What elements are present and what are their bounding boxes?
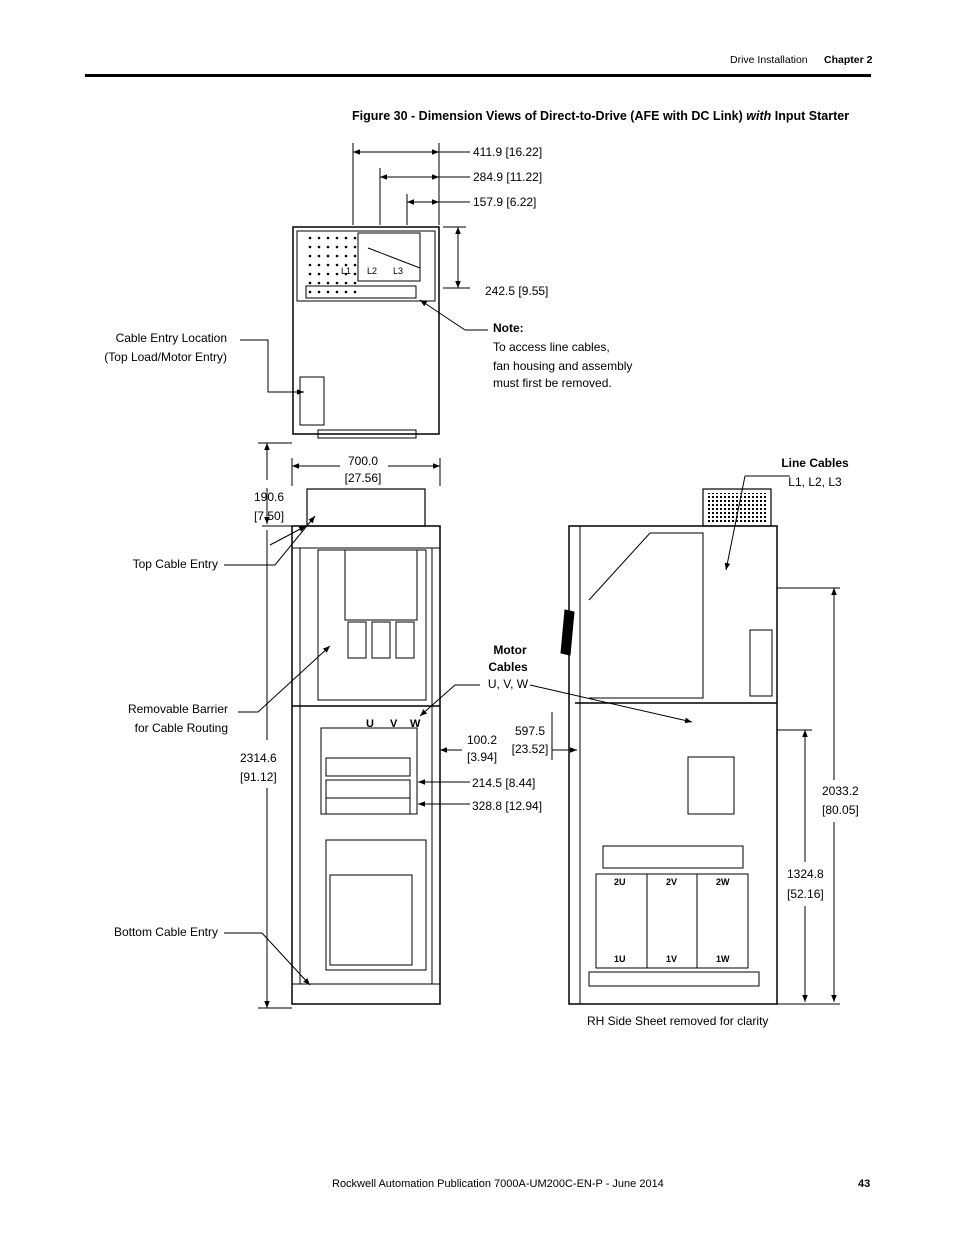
total-height-dim-mm: 2314.6 (240, 751, 277, 765)
terminal-2u: 2U (614, 877, 626, 887)
motor-cables-label-2: Cables (488, 660, 528, 674)
cable-entry-label-1: Cable Entry Location (115, 331, 227, 345)
dim-242-5: 242.5 [9.55] (485, 284, 549, 298)
terminal-1v: 1V (666, 954, 678, 964)
page-number: 43 (858, 1178, 871, 1190)
phase-label-l2: L2 (367, 266, 378, 276)
figure-caption: Figure 30 - Dimension Views of Direct-to… (352, 109, 849, 123)
note-line-1: To access line cables, (493, 340, 610, 354)
note-line-3: must first be removed. (493, 376, 612, 390)
bottom-cable-entry-label: Bottom Cable Entry (113, 925, 218, 939)
terminal-1u: 1U (614, 954, 626, 964)
dim-597-5-mm: 597.5 (514, 724, 546, 738)
front-view-dims (224, 442, 693, 1009)
dim-157-9: 157.9 [6.22] (473, 195, 537, 209)
terminal-2w: 2W (716, 877, 730, 887)
footer-publication: Rockwell Automation Publication 7000A-UM… (332, 1178, 664, 1190)
terminal-2v: 2V (666, 877, 678, 887)
dim-214-5: 214.5 [8.44] (472, 776, 536, 790)
dim-100-2-in: [3.94] (467, 750, 498, 764)
motor-cables-label-3: U, V, W (487, 677, 529, 691)
phase-label-l1: L1 (341, 266, 352, 276)
cable-entry-label-2: (Top Load/Motor Entry) (104, 350, 227, 364)
motor-cables-label-1: Motor (493, 643, 527, 657)
terminal-u: U (366, 718, 374, 730)
width-dim-mm: 700.0 (347, 454, 379, 468)
dim-1324-8-mm: 1324.8 (787, 867, 824, 881)
removable-barrier-label-2: for Cable Routing (134, 721, 228, 735)
terminal-v: V (390, 718, 398, 730)
terminal-w: W (410, 718, 421, 730)
header-rule (85, 74, 871, 77)
width-dim-in: [27.56] (344, 471, 382, 485)
header-section: Drive Installation (730, 54, 808, 66)
total-height-dim-in: [91.12] (240, 770, 277, 784)
side-view (560, 488, 778, 1005)
top-height-dim-in: [7.50] (254, 509, 285, 523)
caption-main: Figure 30 - Dimension Views of Direct-to… (352, 109, 743, 123)
note-line-2: fan housing and assembly (493, 359, 633, 373)
side-view-dims (724, 475, 840, 1005)
side-view-caption: RH Side Sheet removed for clarity (587, 1014, 769, 1028)
top-cable-entry-label: Top Cable Entry (132, 557, 218, 571)
phase-label-l3: L3 (393, 266, 404, 276)
top-view (292, 226, 440, 439)
top-view-dims (240, 143, 488, 395)
dim-284-9: 284.9 [11.22] (473, 170, 543, 184)
dim-411-9: 411.9 [16.22] (473, 145, 543, 159)
header-chapter: Chapter 2 (824, 54, 873, 66)
dim-328-8: 328.8 [12.94] (472, 799, 543, 813)
front-view (291, 488, 441, 1005)
caption-emphasis: with (746, 109, 772, 123)
removable-barrier-label-1: Removable Barrier (127, 702, 228, 716)
top-height-dim-mm: 190.6 (254, 490, 285, 504)
dim-2033-2-in: [80.05] (822, 803, 859, 817)
dim-597-5-in: [23.52] (511, 742, 549, 756)
caption-tail: Input Starter (774, 109, 850, 123)
terminal-1w: 1W (716, 954, 730, 964)
line-cables-phases: L1, L2, L3 (788, 475, 842, 489)
note-title: Note: (493, 321, 524, 335)
line-cables-label: Line Cables (781, 456, 849, 470)
dim-1324-8-in: [52.16] (787, 887, 824, 901)
dim-100-2-mm: 100.2 (467, 733, 498, 747)
dim-2033-2-mm: 2033.2 (822, 784, 859, 798)
